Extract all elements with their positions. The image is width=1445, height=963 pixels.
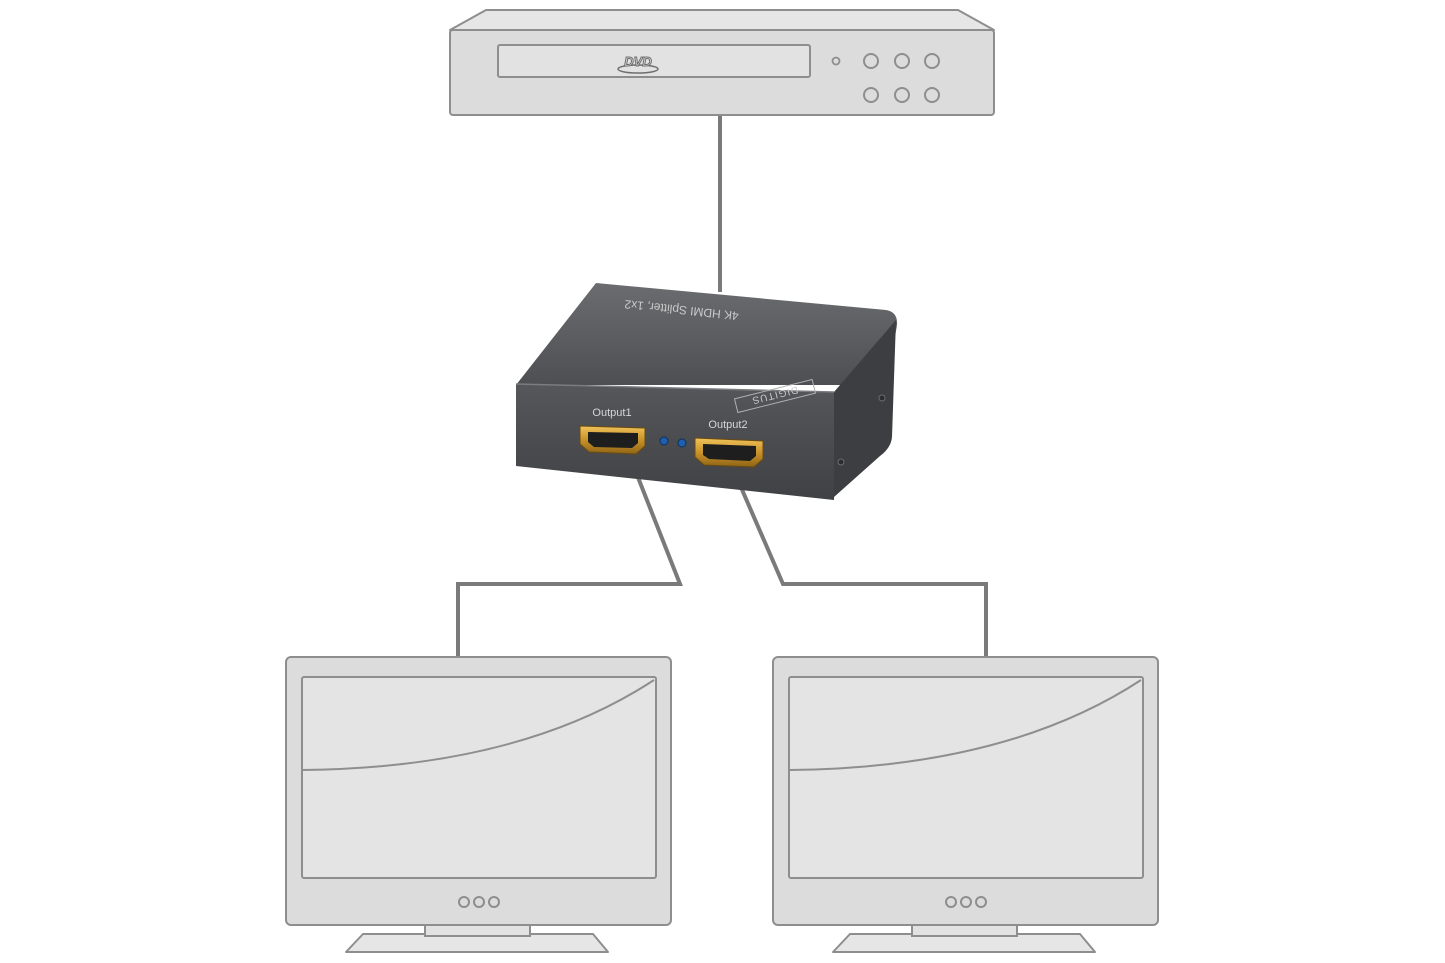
screen-glare: [788, 679, 1142, 771]
splitter-edge: [515, 383, 835, 393]
splitter-front-face: [516, 384, 834, 500]
screw-icon: [837, 458, 845, 466]
hdmi-port-slot: [703, 444, 756, 461]
cable-output1-to-monitor1: [456, 451, 683, 657]
dvd-button-icon: [863, 87, 879, 103]
monitor-1: [285, 656, 672, 953]
dvd-button-icon: [924, 87, 940, 103]
monitor-button-icon: [488, 896, 500, 908]
dvd-logo-disc: [617, 64, 659, 74]
dvd-player-top: [449, 9, 995, 31]
monitor-button-icon: [945, 896, 957, 908]
monitor-screen: [788, 676, 1144, 879]
dvd-button-icon: [924, 53, 940, 69]
monitor-button-icon: [975, 896, 987, 908]
hdmi-port-output1: [579, 425, 646, 455]
power-indicator-icon: [831, 56, 841, 66]
monitor-screen: [301, 676, 657, 879]
disc-tray: [497, 44, 811, 78]
monitor-buttons: [458, 896, 500, 908]
dvd-logo: DVD: [617, 54, 659, 74]
status-led-icon: [677, 438, 687, 448]
screw-icon: [878, 394, 886, 402]
splitter-top-face: [516, 283, 898, 385]
dvd-button-icon: [894, 87, 910, 103]
splitter-side-face: [834, 320, 896, 497]
dvd-button-icon: [863, 53, 879, 69]
status-led-icon: [659, 436, 669, 446]
hdmi-port-slot: [588, 432, 638, 448]
dvd-control-buttons: [863, 53, 940, 103]
monitor-button-icon: [473, 896, 485, 908]
port2-label: Output2: [708, 419, 747, 431]
hdmi-port-output2: [694, 437, 764, 468]
monitor-2: [772, 656, 1159, 953]
dvd-player: DVD: [449, 9, 995, 116]
dvd-button-icon: [894, 53, 910, 69]
dvd-logo-text: DVD: [624, 54, 652, 69]
monitor-button-icon: [960, 896, 972, 908]
hdmi-splitter: 4K HDMI Splitter, 1x2 DIGITUS Output1 Ou…: [515, 283, 898, 500]
cable-output2-to-monitor2: [728, 461, 988, 657]
port1-label: Output1: [592, 407, 631, 419]
screen-glare: [301, 679, 655, 771]
monitor-button-icon: [458, 896, 470, 908]
cables: [456, 115, 988, 657]
monitor-buttons: [945, 896, 987, 908]
brand-badge-frame: [733, 378, 817, 414]
